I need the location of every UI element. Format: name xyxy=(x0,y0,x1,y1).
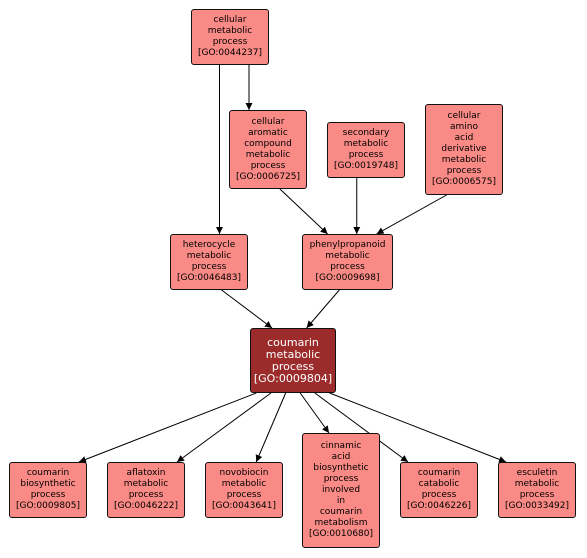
node-label-line: involved xyxy=(321,485,361,495)
node-label-line: process xyxy=(271,359,315,373)
edge-go0006725-to-go0009698 xyxy=(279,188,328,235)
node-label-line: [GO:0010680] xyxy=(308,529,374,539)
node-label-line: process xyxy=(212,37,248,47)
node-coumarin-biosynthetic-process[interactable]: coumarin biosynthetic process [GO:000980… xyxy=(9,462,87,518)
node-label-line: metabolic xyxy=(514,479,560,489)
edge-go0046483-to-go0009804 xyxy=(221,289,273,329)
node-esculetin-metabolic-process[interactable]: esculetin metabolic process [GO:0033492] xyxy=(498,462,576,518)
node-label-line: process xyxy=(421,490,457,500)
node-label-line: phenylpropanoid xyxy=(309,240,386,250)
node-label-line: [GO:0046483] xyxy=(176,273,242,283)
node-label-line: coumarin xyxy=(417,468,461,478)
edge-go0009698-to-go0009804 xyxy=(306,289,340,329)
node-label-line: metabolic xyxy=(123,479,169,489)
node-label-line: secondary xyxy=(342,128,390,138)
node-coumarin-catabolic-process[interactable]: coumarin catabolic process [GO:0046226] xyxy=(400,462,478,518)
edge-go0006575-to-go0009698 xyxy=(376,194,447,235)
node-label-line: process xyxy=(191,262,227,272)
node-label-line: acid xyxy=(331,452,351,462)
node-label-line: amino xyxy=(450,122,478,132)
node-label-line: metabolism xyxy=(314,518,368,528)
node-novobiocin-metabolic-process[interactable]: novobiocin metabolic process [GO:0043641… xyxy=(205,462,283,518)
edge-go0009804-to-go0033492 xyxy=(329,392,507,463)
node-label-line: metabolic xyxy=(325,251,370,261)
node-label-line: metabolic xyxy=(186,251,232,261)
node-cellular-metabolic-process[interactable]: cellular metabolic process [GO:0044237] xyxy=(191,9,269,65)
node-label-line: process xyxy=(323,474,359,484)
node-label-line: [GO:0006725] xyxy=(235,171,301,182)
node-label-line: process xyxy=(30,490,66,500)
node-label-line: coumarin xyxy=(319,507,363,517)
edge-go0009804-to-go0010680 xyxy=(299,392,330,434)
node-label-line: coumarin xyxy=(26,468,70,478)
node-label-line: process xyxy=(348,150,384,160)
node-cellular-amino-acid-derivative-metabolic-process[interactable]: cellular amino acid derivative metabolic… xyxy=(425,104,503,195)
node-label-line: biosynthetic xyxy=(20,479,76,489)
node-label-line: acid xyxy=(454,133,474,143)
node-label-line: [GO:0044237] xyxy=(197,48,263,58)
node-label-line: process xyxy=(519,490,555,500)
node-label-line: [GO:0046222] xyxy=(113,501,179,511)
node-label-line: cinnamic xyxy=(320,441,362,451)
node-label-line: [GO:0009805] xyxy=(15,501,81,511)
node-label-line: cellular xyxy=(447,111,481,121)
node-label-line: derivative xyxy=(441,144,487,154)
node-label-line: process xyxy=(330,262,365,272)
node-label-line: [GO:0006575] xyxy=(431,177,497,187)
node-coumarin-metabolic-process[interactable]: coumarin metabolic process [GO:0009804] xyxy=(250,328,336,393)
node-label-line: metabolic xyxy=(343,139,389,149)
node-phenylpropanoid-metabolic-process[interactable]: phenylpropanoid metabolic process [GO:00… xyxy=(302,234,393,290)
node-label-line: heterocycle xyxy=(182,240,236,250)
node-label-line: novobiocin xyxy=(219,468,269,478)
node-label-line: aromatic xyxy=(248,127,288,138)
node-label-line: compound xyxy=(244,138,292,149)
edge-go0009804-to-go0009805 xyxy=(78,392,257,463)
node-aflatoxin-metabolic-process[interactable]: aflatoxin metabolic process [GO:0046222] xyxy=(107,462,185,518)
node-label-line: cellular xyxy=(251,116,285,127)
node-label-line: [GO:0019748] xyxy=(333,161,399,171)
node-heterocycle-metabolic-process[interactable]: heterocycle metabolic process [GO:004648… xyxy=(170,234,248,290)
edge-go0009804-to-go0046222 xyxy=(176,392,272,463)
node-label-line: process xyxy=(446,166,482,176)
node-label-line: esculetin xyxy=(516,468,558,478)
node-label-line: process xyxy=(250,160,286,171)
node-label-line: [GO:0009698] xyxy=(315,273,380,283)
node-cinnamic-acid-biosynthetic-process-involved-in-coumarin-metabolism[interactable]: cinnamic acid biosynthetic process invol… xyxy=(302,433,380,548)
node-label-line: coumarin xyxy=(267,335,319,349)
node-label-line: cellular xyxy=(213,15,247,25)
node-label-line: metabolic xyxy=(441,155,487,165)
edge-go0009804-to-go0046226 xyxy=(314,392,409,463)
node-label-line: metabolic xyxy=(207,26,253,36)
node-label-line: metabolic xyxy=(221,479,267,489)
node-secondary-metabolic-process[interactable]: secondary metabolic process [GO:0019748] xyxy=(327,122,405,178)
node-label-line: catabolic xyxy=(418,479,460,489)
node-label-line: process xyxy=(128,490,164,500)
node-label-line: [GO:0009804] xyxy=(253,371,333,385)
node-label-line: [GO:0046226] xyxy=(406,501,472,511)
node-label-line: metabolic xyxy=(265,347,321,361)
node-label-line: metabolic xyxy=(245,149,291,160)
node-label-line: aflatoxin xyxy=(126,468,166,478)
edge-go0009804-to-go0043641 xyxy=(255,392,287,463)
node-label-line: biosynthetic xyxy=(313,463,369,473)
node-label-line: [GO:0033492] xyxy=(504,501,570,511)
node-label-line: process xyxy=(226,490,262,500)
node-label-line: [GO:0043641] xyxy=(211,501,277,511)
node-cellular-aromatic-compound-metabolic-process[interactable]: cellular aromatic compound metabolic pro… xyxy=(229,110,307,189)
node-label-line: in xyxy=(336,496,346,506)
